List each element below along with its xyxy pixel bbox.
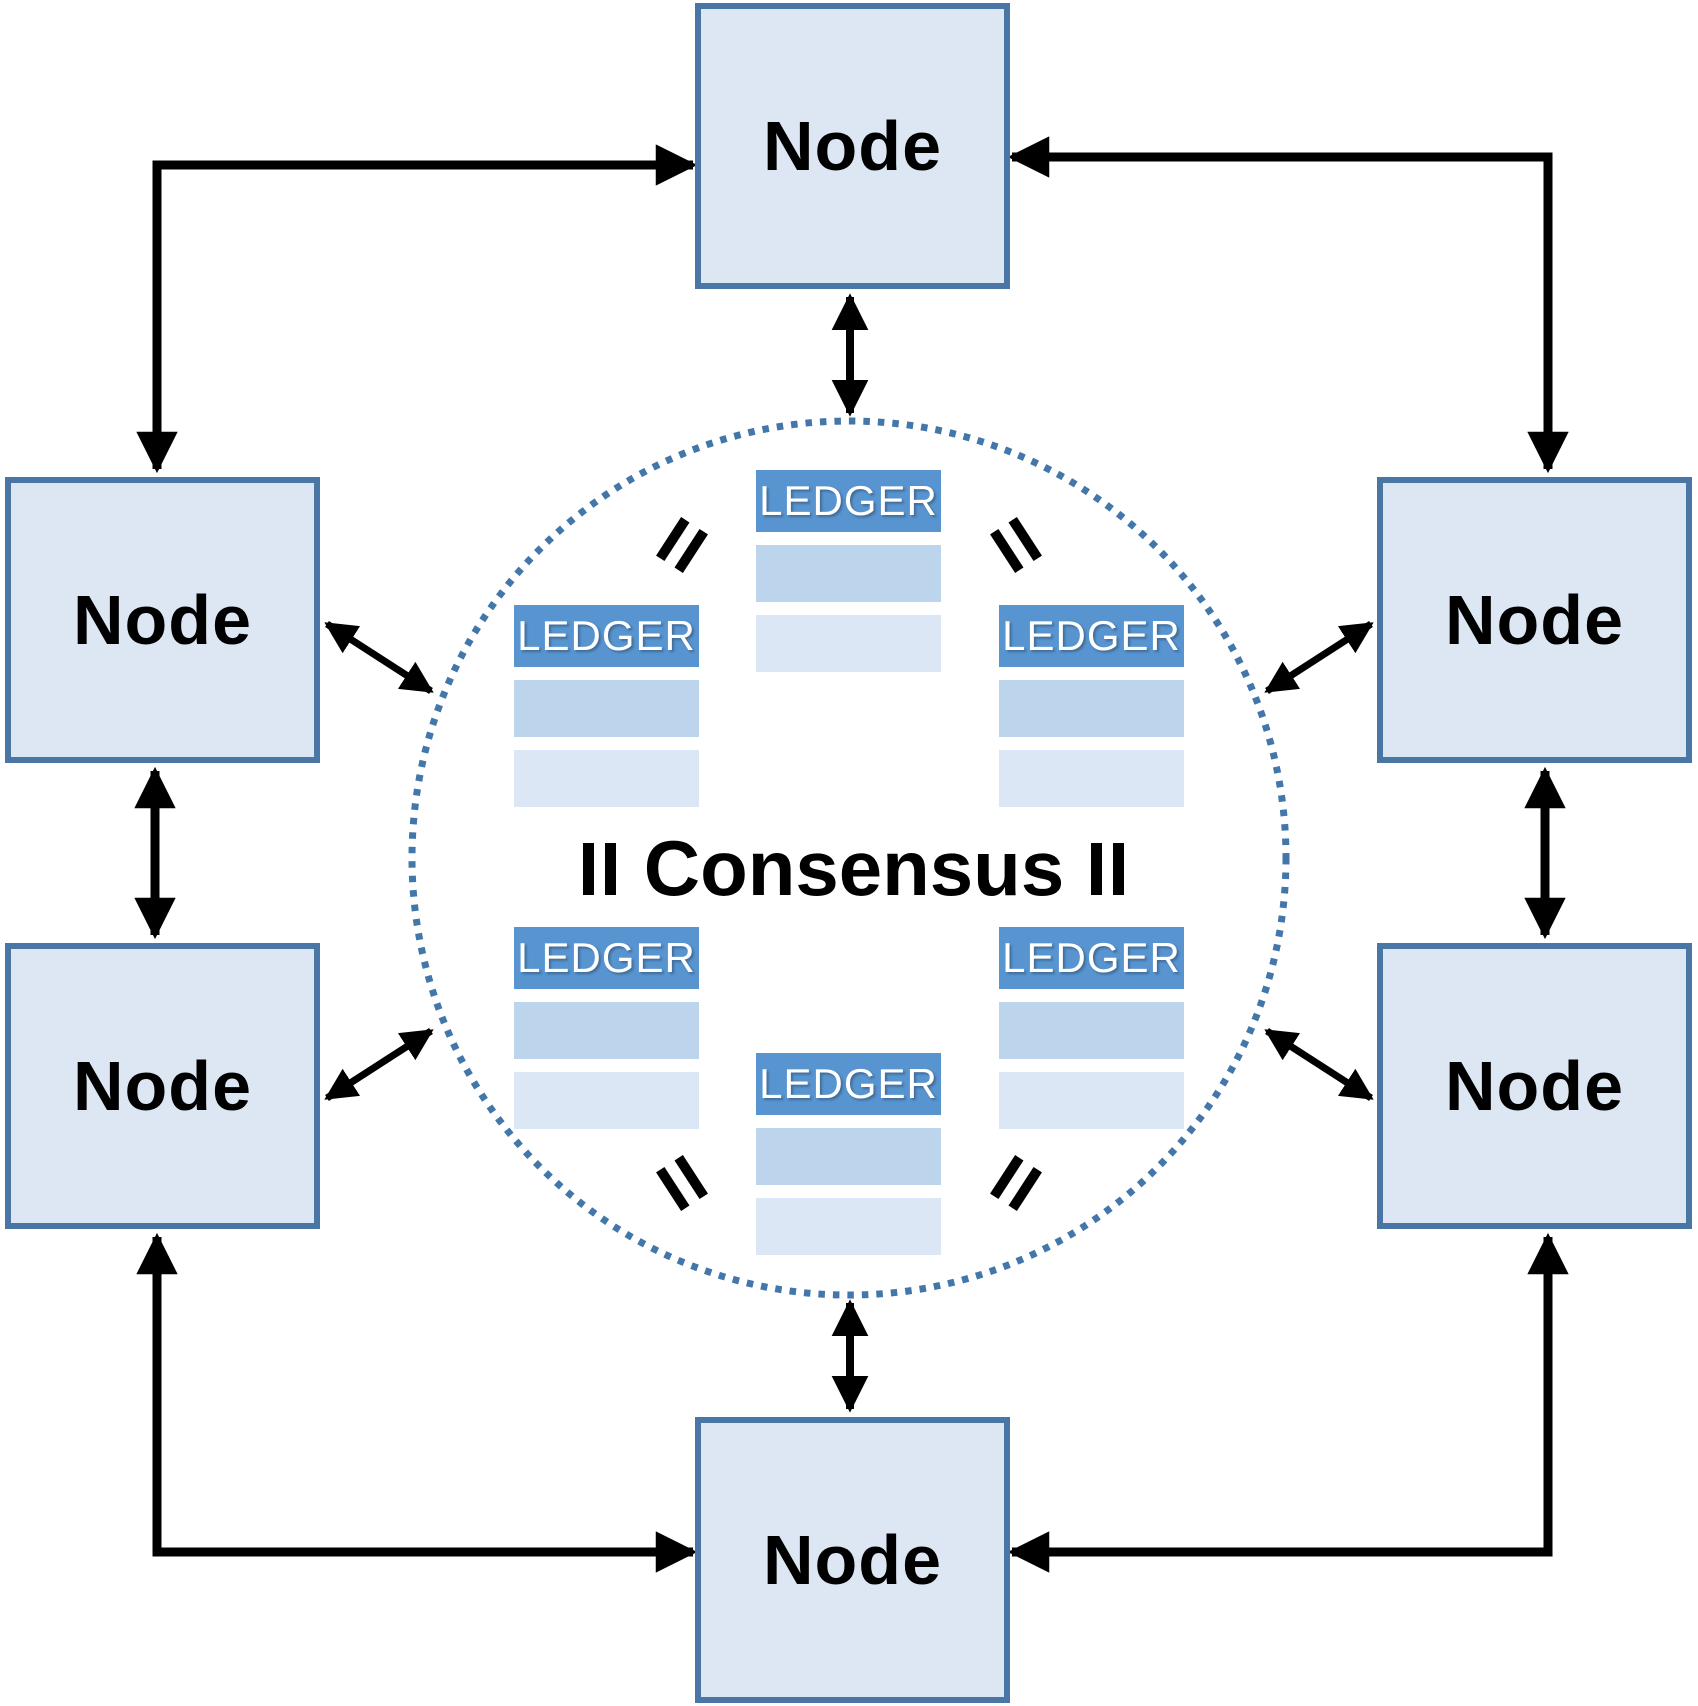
node-upper-left: Node bbox=[5, 477, 320, 763]
node-lower-left-label: Node bbox=[73, 1047, 252, 1125]
arrow-top-node-upper-right-node bbox=[1007, 136, 1569, 474]
ledger-bottom-center: LEDGER bbox=[756, 1053, 941, 1268]
ledger-row bbox=[514, 1002, 699, 1059]
ledger-row bbox=[514, 1072, 699, 1129]
ledger-row bbox=[999, 1002, 1184, 1059]
ledger-bottom-center-header: LEDGER bbox=[756, 1053, 941, 1115]
node-lower-right-label: Node bbox=[1445, 1047, 1624, 1125]
node-upper-right-label: Node bbox=[1445, 581, 1624, 659]
ledger-upper-left: LEDGER bbox=[514, 605, 699, 820]
node-upper-left-label: Node bbox=[73, 581, 252, 659]
ledger-top-center: LEDGER bbox=[756, 470, 941, 685]
arrow-lower-right-node-circle bbox=[1264, 1028, 1374, 1101]
arrow-upper-right-node-circle bbox=[1264, 621, 1374, 694]
arrow-lower-left-node-circle bbox=[324, 1028, 434, 1101]
ledger-row bbox=[999, 1072, 1184, 1129]
consensus-circle bbox=[408, 417, 1290, 1299]
ledger-row bbox=[756, 1128, 941, 1185]
ledger-lower-left-header: LEDGER bbox=[514, 927, 699, 989]
node-lower-right: Node bbox=[1377, 943, 1692, 1229]
ledger-upper-left-header: LEDGER bbox=[514, 605, 699, 667]
equals-symbol-lower-right bbox=[990, 1154, 1042, 1212]
ledger-upper-right: LEDGER bbox=[999, 605, 1184, 820]
arrow-upper-left-node-circle bbox=[324, 621, 434, 694]
arrow-lower-left-node-bottom-node bbox=[136, 1232, 698, 1573]
ledger-lower-left: LEDGER bbox=[514, 927, 699, 1142]
node-bottom: Node bbox=[695, 1417, 1010, 1703]
node-top: Node bbox=[695, 3, 1010, 289]
arrow-lower-right-node-bottom-node bbox=[1007, 1232, 1569, 1573]
ledger-upper-right-header: LEDGER bbox=[999, 605, 1184, 667]
consensus-label: Consensus bbox=[643, 823, 1065, 912]
node-upper-right: Node bbox=[1377, 477, 1692, 763]
node-top-label: Node bbox=[763, 107, 942, 185]
equals-symbol-upper-right bbox=[990, 516, 1042, 574]
ledger-row bbox=[514, 680, 699, 737]
ledger-row bbox=[999, 680, 1184, 737]
node-bottom-label: Node bbox=[763, 1521, 942, 1599]
ledger-row bbox=[756, 1198, 941, 1255]
equals-symbol-consensus-left bbox=[583, 843, 616, 895]
equals-symbol-lower-left bbox=[656, 1154, 708, 1212]
ledger-row bbox=[999, 750, 1184, 807]
arrow-top-node-upper-left-node bbox=[136, 144, 698, 474]
ledger-top-center-header: LEDGER bbox=[756, 470, 941, 532]
ledger-row bbox=[756, 615, 941, 672]
ledger-row bbox=[756, 545, 941, 602]
node-lower-left: Node bbox=[5, 943, 320, 1229]
equals-symbol-consensus-right bbox=[1091, 843, 1124, 895]
ledger-row bbox=[514, 750, 699, 807]
equals-symbol-upper-left bbox=[656, 516, 708, 574]
ledger-lower-right-header: LEDGER bbox=[999, 927, 1184, 989]
ledger-lower-right: LEDGER bbox=[999, 927, 1184, 1142]
